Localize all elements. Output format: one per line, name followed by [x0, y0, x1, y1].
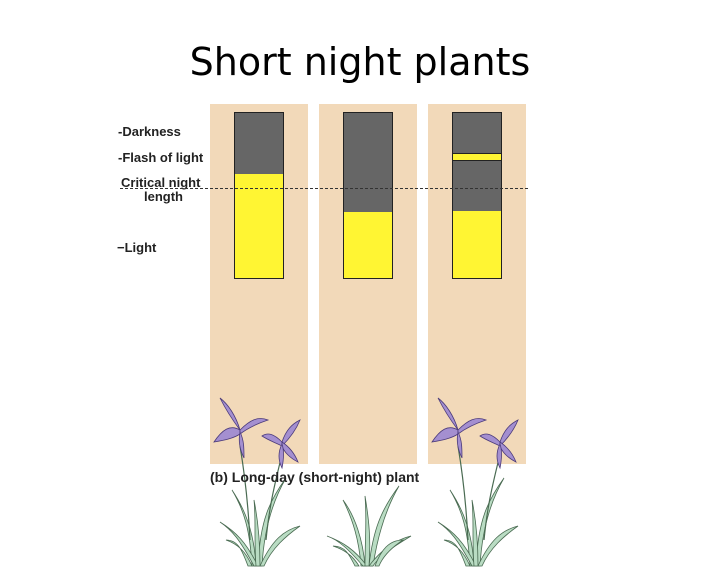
flash-of-light-segment: [453, 153, 501, 161]
legend-flash-label: -Flash of light: [118, 150, 204, 165]
light-segment: [344, 212, 392, 278]
legend-darkness-label: -Darkness: [118, 124, 181, 139]
darkness-segment: [235, 113, 283, 174]
slide-title: Short night plants: [189, 40, 531, 84]
legend-light-label: −Light: [117, 240, 157, 255]
caption-letter: (b): [210, 469, 228, 485]
darkness-segment: [453, 161, 501, 211]
photoperiod-bar: [234, 112, 284, 279]
legend-flash-text: Flash of light: [122, 150, 204, 165]
legend-light-text: Light: [124, 240, 157, 255]
panel-short-night: [319, 104, 417, 567]
photoperiod-bar: [343, 112, 393, 279]
light-segment: [235, 174, 283, 278]
figure-caption: (b) Long-day (short-night) plant: [210, 469, 419, 485]
legend-critical-line1: Critical night: [121, 175, 201, 190]
legend-darkness-text: Darkness: [122, 124, 181, 139]
photoperiod-bar: [452, 112, 502, 279]
darkness-segment: [453, 113, 501, 153]
legend-critical-line2: length: [144, 189, 183, 204]
critical-night-length-line: [120, 188, 528, 189]
panel-long-night: [210, 104, 308, 567]
light-segment: [453, 211, 501, 278]
darkness-segment: [344, 113, 392, 212]
panel-long-night-with-flash: [428, 104, 526, 567]
caption-text: Long-day (short-night) plant: [231, 469, 420, 485]
flowering-iris-plant: [431, 397, 519, 567]
